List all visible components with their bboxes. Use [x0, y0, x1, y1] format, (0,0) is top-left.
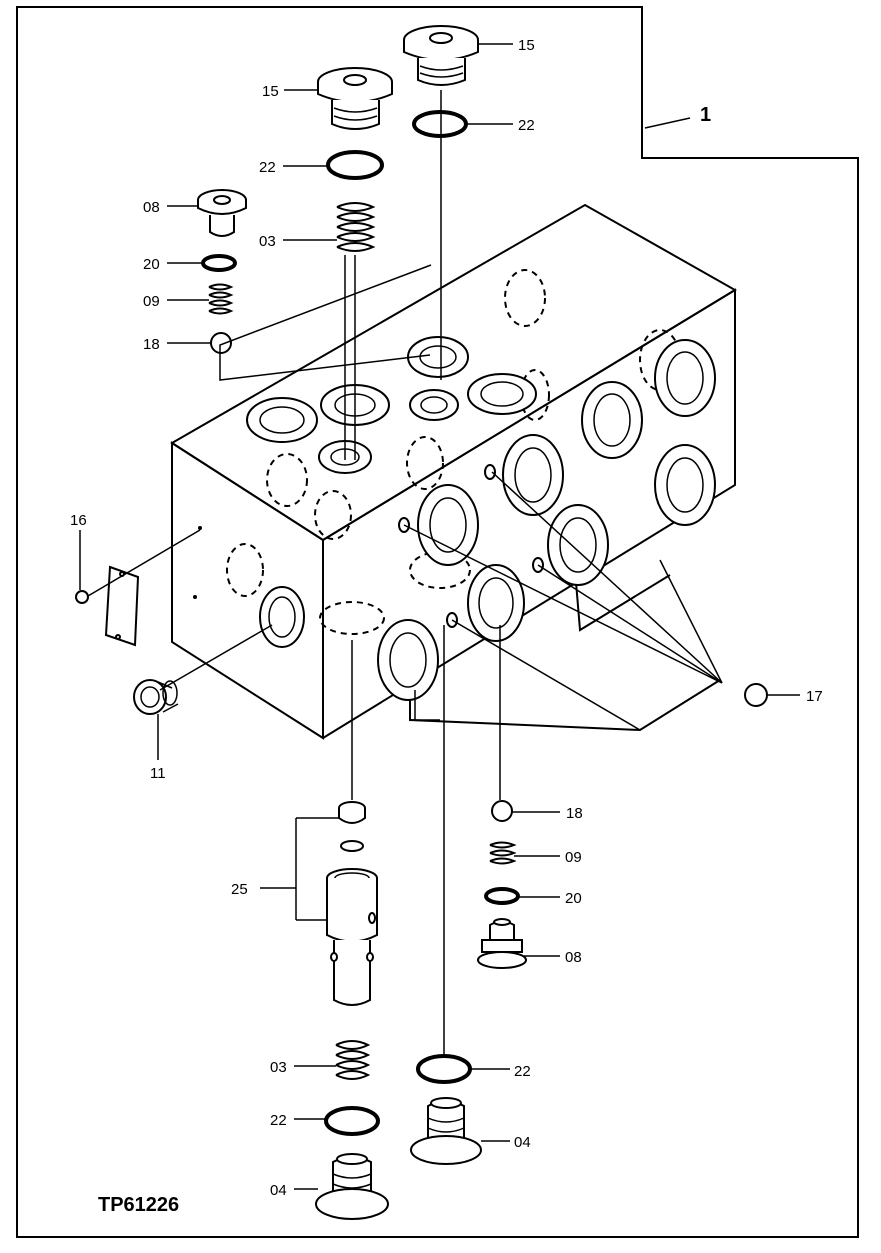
o-ring-22-top-right — [412, 110, 468, 138]
figure-id: TP61226 — [98, 1194, 179, 1216]
callout-16: 16 — [70, 512, 87, 529]
callout-1: 1 — [700, 104, 711, 126]
plug-11 — [133, 679, 179, 715]
assembly-lines — [87, 90, 723, 1056]
callout-22-bottom-left: 22 — [270, 1112, 287, 1129]
callout-22-top-right: 22 — [518, 117, 535, 134]
spring-03-bottom — [335, 1040, 371, 1080]
spool-assembly-25 — [326, 801, 378, 1006]
callout-04-left: 04 — [270, 1182, 287, 1199]
callout-20-bottom: 20 — [565, 890, 582, 907]
callout-03-bottom: 03 — [270, 1059, 287, 1076]
outer-border — [16, 6, 859, 1238]
callout-11: 11 — [150, 765, 166, 782]
callout-18-bottom: 18 — [566, 805, 583, 822]
o-ring-20-top — [201, 254, 237, 272]
callout-leaders — [79, 43, 800, 1190]
plug-15-left — [317, 67, 393, 130]
callout-22-top-left: 22 — [259, 159, 276, 176]
ball-18-top — [210, 332, 232, 354]
callout-22-bottom-right: 22 — [514, 1063, 531, 1080]
ball-18-bottom — [491, 800, 513, 822]
callout-20-top: 20 — [143, 256, 160, 273]
callout-04-right: 04 — [514, 1134, 531, 1151]
callout-15-right: 15 — [518, 37, 535, 54]
plug-04-left — [315, 1153, 389, 1220]
cover-plate-16 — [75, 565, 140, 647]
callout-03-top: 03 — [259, 233, 276, 250]
callout-08-top: 08 — [143, 199, 160, 216]
o-ring-20-bottom — [484, 887, 520, 905]
o-ring-22-top-left — [326, 150, 384, 180]
valve-block — [170, 203, 737, 740]
callout-09-bottom: 09 — [565, 849, 582, 866]
relief-poppet-08-bottom — [477, 918, 527, 969]
callout-17: 17 — [806, 688, 823, 705]
callout-15-left: 15 — [262, 83, 279, 100]
callout-18-top: 18 — [143, 336, 160, 353]
spring-03-top — [336, 202, 376, 252]
spring-09-top — [208, 283, 234, 315]
callout-08-bottom: 08 — [565, 949, 582, 966]
ball-17 — [744, 683, 768, 707]
o-ring-22-bottom-left — [324, 1106, 380, 1136]
callout-25: 25 — [231, 881, 248, 898]
callout-09-top: 09 — [143, 293, 160, 310]
plug-15-right — [403, 25, 479, 86]
spring-09-bottom — [489, 841, 517, 865]
o-ring-22-bottom-right — [416, 1054, 472, 1084]
plug-04-right — [410, 1097, 482, 1165]
relief-poppet-08-top — [197, 189, 247, 237]
